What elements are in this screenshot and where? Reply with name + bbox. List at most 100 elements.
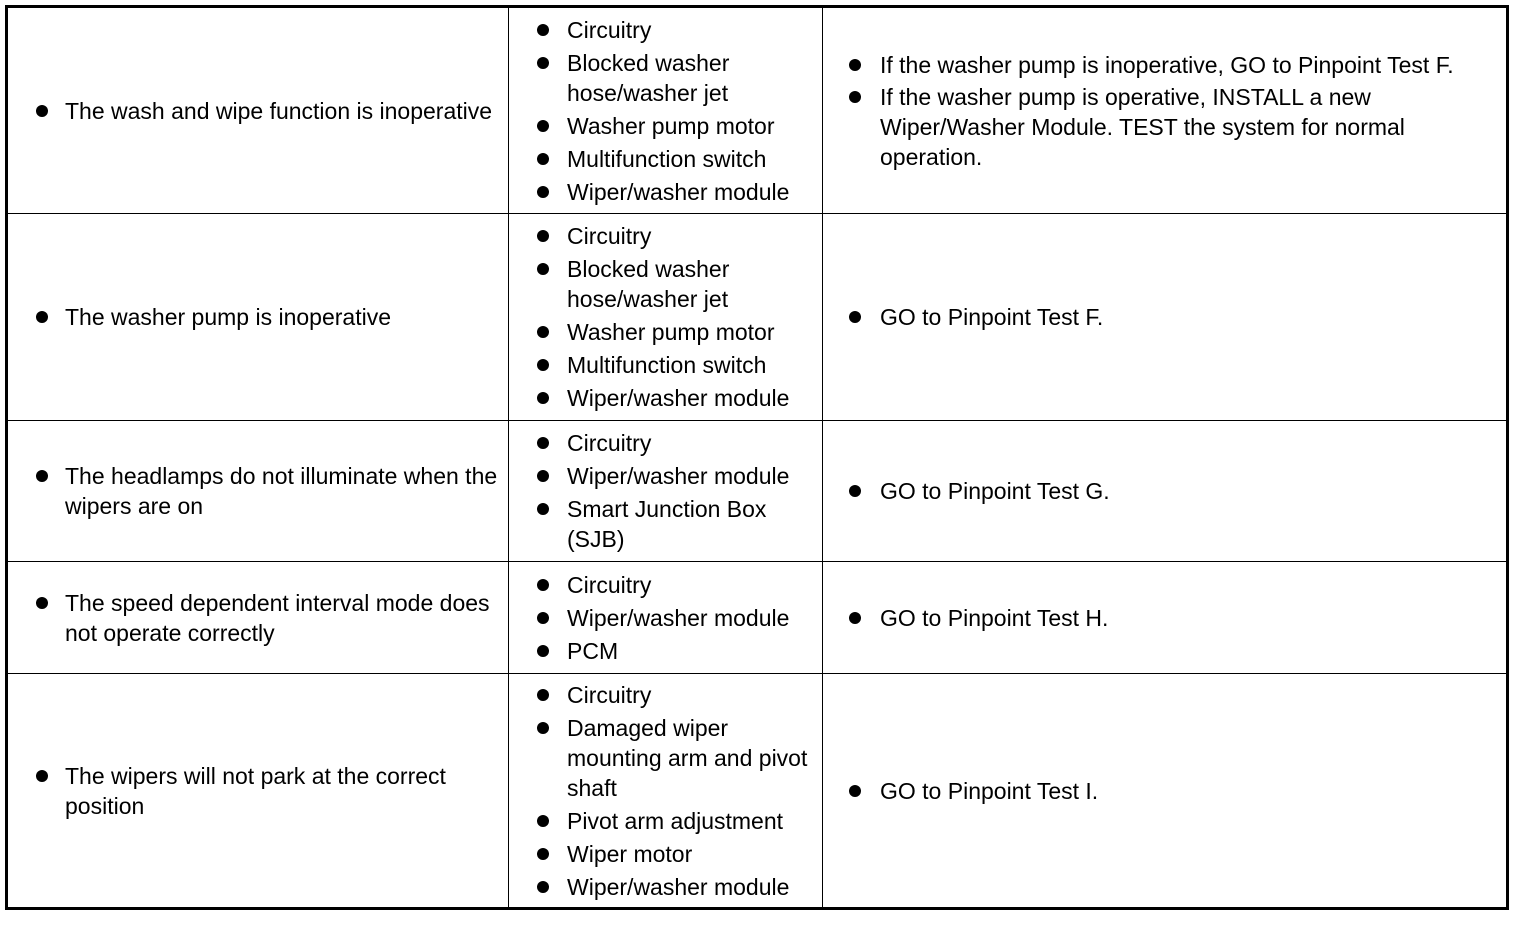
cause-item: Wiper/washer module [509,177,822,207]
cause-item: Circuitry [509,428,822,458]
cause-text: Smart Junction Box (SJB) [567,496,767,552]
symptom-item: The speed dependent interval mode does n… [8,588,508,648]
bullet-icon [537,230,549,242]
bullet-icon [537,359,549,371]
cause-text: Blocked washer hose/washer jet [567,49,730,106]
cause-text: Multifunction switch [567,352,767,378]
action-cell: GO to Pinpoint Test H. [822,561,1508,674]
cause-item: Blocked washer hose/washer jet [509,48,822,108]
table-row: The speed dependent interval mode does n… [6,561,1508,674]
bullet-icon [537,880,549,893]
table-row: The wash and wipe function is inoperativ… [6,6,1508,214]
bullet-icon [36,470,48,482]
cause-item: Wiper/washer module [509,461,822,491]
symptom-item: The washer pump is inoperative [8,302,508,332]
symptom-cell: The washer pump is inoperative [6,213,509,421]
action-cell: GO to Pinpoint Test I. [822,673,1508,909]
bullet-icon [537,437,549,449]
action-cell: If the washer pump is inoperative, GO to… [822,6,1508,214]
cause-text: Blocked washer hose/washer jet [567,256,730,312]
action-text: GO to Pinpoint Test H. [880,604,1109,631]
causes-cell: Circuitry Damaged wiper mounting arm and… [508,673,823,909]
causes-cell: Circuitry Blocked washer hose/washer jet… [508,213,823,421]
bullet-icon [537,611,549,624]
symptom-text: The speed dependent interval mode does n… [65,589,490,646]
cause-item: Multifunction switch [509,144,822,174]
bullet-icon [849,784,861,797]
causes-cell: Circuitry Wiper/washer module Smart Junc… [508,420,823,562]
cause-item: Wiper/washer module [509,603,822,633]
cause-item: Washer pump motor [509,111,822,141]
bullet-icon [537,814,549,827]
bullet-icon [849,611,861,624]
bullet-icon [537,688,549,701]
bullet-icon [537,56,549,69]
cause-item: Wiper/washer module [509,872,822,902]
bullet-icon [36,596,48,609]
cause-text: Circuitry [567,681,652,708]
cause-text: Wiper/washer module [567,463,790,489]
cause-item: Circuitry [509,221,822,251]
bullet-icon [537,326,549,338]
cause-text: Circuitry [567,16,652,43]
bullet-icon [537,152,549,165]
action-text: If the washer pump is operative, INSTALL… [880,83,1405,170]
cause-text: Wiper motor [567,840,693,867]
bullet-icon [36,104,48,117]
bullet-icon [537,470,549,482]
symptom-chart-table: The wash and wipe function is inoperativ… [5,5,1509,910]
symptom-cell: The headlamps do not illuminate when the… [6,420,509,562]
action-text: GO to Pinpoint Test I. [880,777,1099,804]
cause-item: Smart Junction Box (SJB) [509,494,822,554]
bullet-icon [537,392,549,404]
symptom-item: The wipers will not park at the correct … [8,761,508,821]
action-item: GO to Pinpoint Test F. [823,302,1506,332]
bullet-icon [36,769,48,782]
bullet-icon [537,503,549,515]
table-row: The washer pump is inoperative Circuitry… [6,213,1508,421]
cause-item: Washer pump motor [509,317,822,347]
bullet-icon [537,185,549,198]
cause-text: PCM [567,637,619,664]
symptom-cell: The speed dependent interval mode does n… [6,561,509,674]
symptom-cell: The wipers will not park at the correct … [6,673,509,909]
action-item: GO to Pinpoint Test G. [823,476,1506,506]
bullet-icon [849,311,861,323]
cause-item: Blocked washer hose/washer jet [509,254,822,314]
symptom-item: The wash and wipe function is inoperativ… [8,96,508,126]
bullet-icon [36,311,48,323]
cause-text: Wiper/washer module [567,178,790,205]
symptom-text: The wash and wipe function is inoperativ… [65,97,493,124]
symptom-item: The headlamps do not illuminate when the… [8,461,508,521]
cause-text: Pivot arm adjustment [567,807,784,834]
bullet-icon [849,485,861,497]
cause-item: Wiper motor [509,839,822,869]
cause-text: Washer pump motor [567,319,775,345]
action-text: If the washer pump is inoperative, GO to… [880,51,1454,78]
cause-text: Circuitry [567,223,652,249]
cause-item: Multifunction switch [509,350,822,380]
table-row: The headlamps do not illuminate when the… [6,420,1508,562]
bullet-icon [537,263,549,275]
cause-item: Damaged wiper mounting arm and pivot sha… [509,713,822,803]
causes-cell: Circuitry Wiper/washer module PCM [508,561,823,674]
table-row: The wipers will not park at the correct … [6,673,1508,909]
bullet-icon [537,721,549,734]
bullet-icon [537,23,549,36]
cause-text: Washer pump motor [567,112,775,139]
bullet-icon [849,58,861,71]
action-item: If the washer pump is operative, INSTALL… [823,82,1506,172]
action-item: If the washer pump is inoperative, GO to… [823,50,1506,80]
cause-item: Circuitry [509,570,822,600]
cause-text: Circuitry [567,430,652,456]
cause-text: Damaged wiper mounting arm and pivot sha… [567,714,808,801]
bullet-icon [849,90,861,103]
bullet-icon [537,847,549,860]
causes-cell: Circuitry Blocked washer hose/washer jet… [508,6,823,214]
symptom-text: The headlamps do not illuminate when the… [65,463,498,519]
cause-item: Circuitry [509,680,822,710]
cause-text: Wiper/washer module [567,385,790,411]
bullet-icon [537,644,549,657]
symptom-cell: The wash and wipe function is inoperativ… [6,6,509,214]
action-cell: GO to Pinpoint Test F. [822,213,1508,421]
